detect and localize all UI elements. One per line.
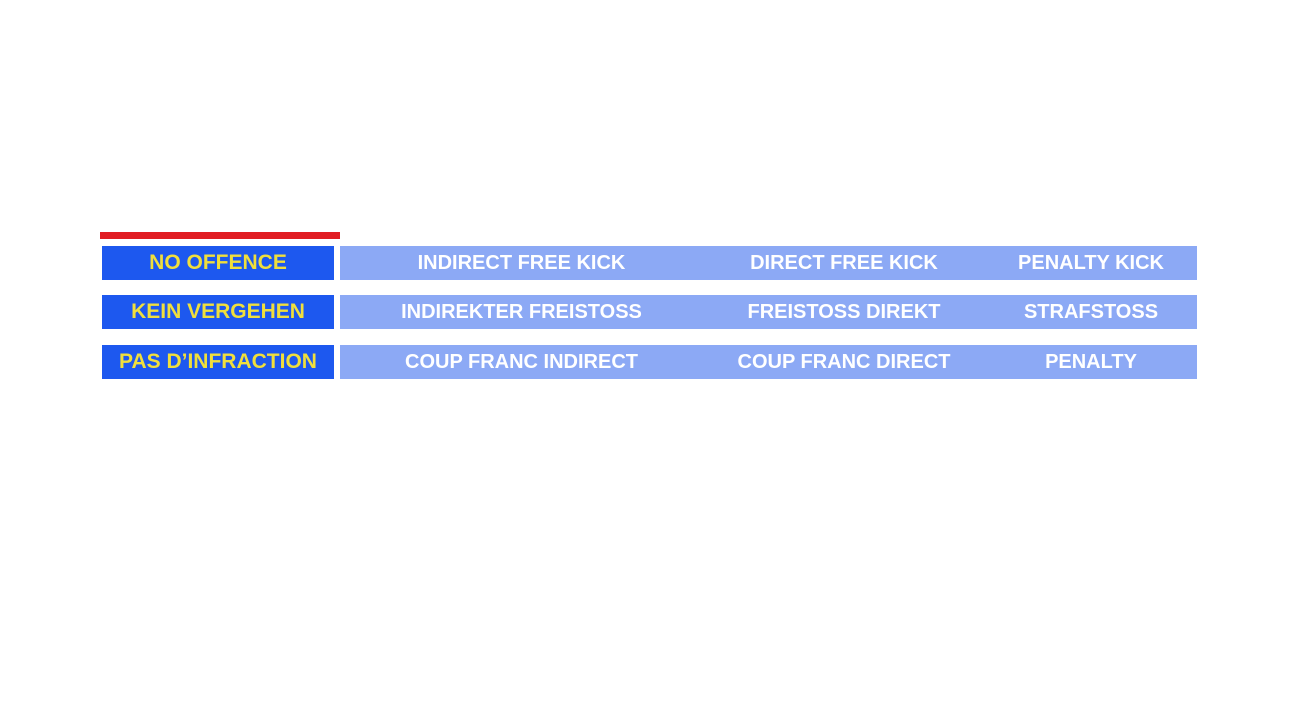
- term-cell-coup-franc-direct: COUP FRANC DIRECT: [737, 351, 951, 373]
- table-row: KEIN VERGEHEN INDIREKTER FREISTOSS FREIS…: [0, 295, 1290, 329]
- term-cell-strafstoss: STRAFSTOSS: [1023, 301, 1159, 323]
- language-label-cell: NO OFFENCE: [102, 246, 334, 280]
- language-label-cell: KEIN VERGEHEN: [102, 295, 334, 329]
- term-cell-indirect-free-kick: INDIRECT FREE KICK: [417, 252, 626, 274]
- term-cell-coup-franc-indirect: COUP FRANC INDIRECT: [405, 351, 638, 373]
- term-band: COUP FRANC INDIRECT COUP FRANC DIRECT PE…: [340, 345, 1197, 379]
- table-row: PAS D’INFRACTION COUP FRANC INDIRECT COU…: [0, 345, 1290, 379]
- red-accent-bar: [100, 232, 340, 239]
- term-cell-penalty-kick: PENALTY KICK: [1018, 252, 1164, 274]
- term-cell-freistoss-direkt: FREISTOSS DIREKT: [747, 301, 941, 323]
- term-band: INDIRECT FREE KICK DIRECT FREE KICK PENA…: [340, 246, 1197, 280]
- term-band: INDIREKTER FREISTOSS FREISTOSS DIREKT ST…: [340, 295, 1197, 329]
- term-cell-indirekter-freistoss: INDIREKTER FREISTOSS: [401, 301, 642, 323]
- term-cell-direct-free-kick: DIRECT FREE KICK: [750, 252, 938, 274]
- table-row: NO OFFENCE INDIRECT FREE KICK DIRECT FRE…: [0, 246, 1290, 280]
- term-cell-penalty: PENALTY: [1045, 351, 1137, 373]
- language-label-cell: PAS D’INFRACTION: [102, 345, 334, 379]
